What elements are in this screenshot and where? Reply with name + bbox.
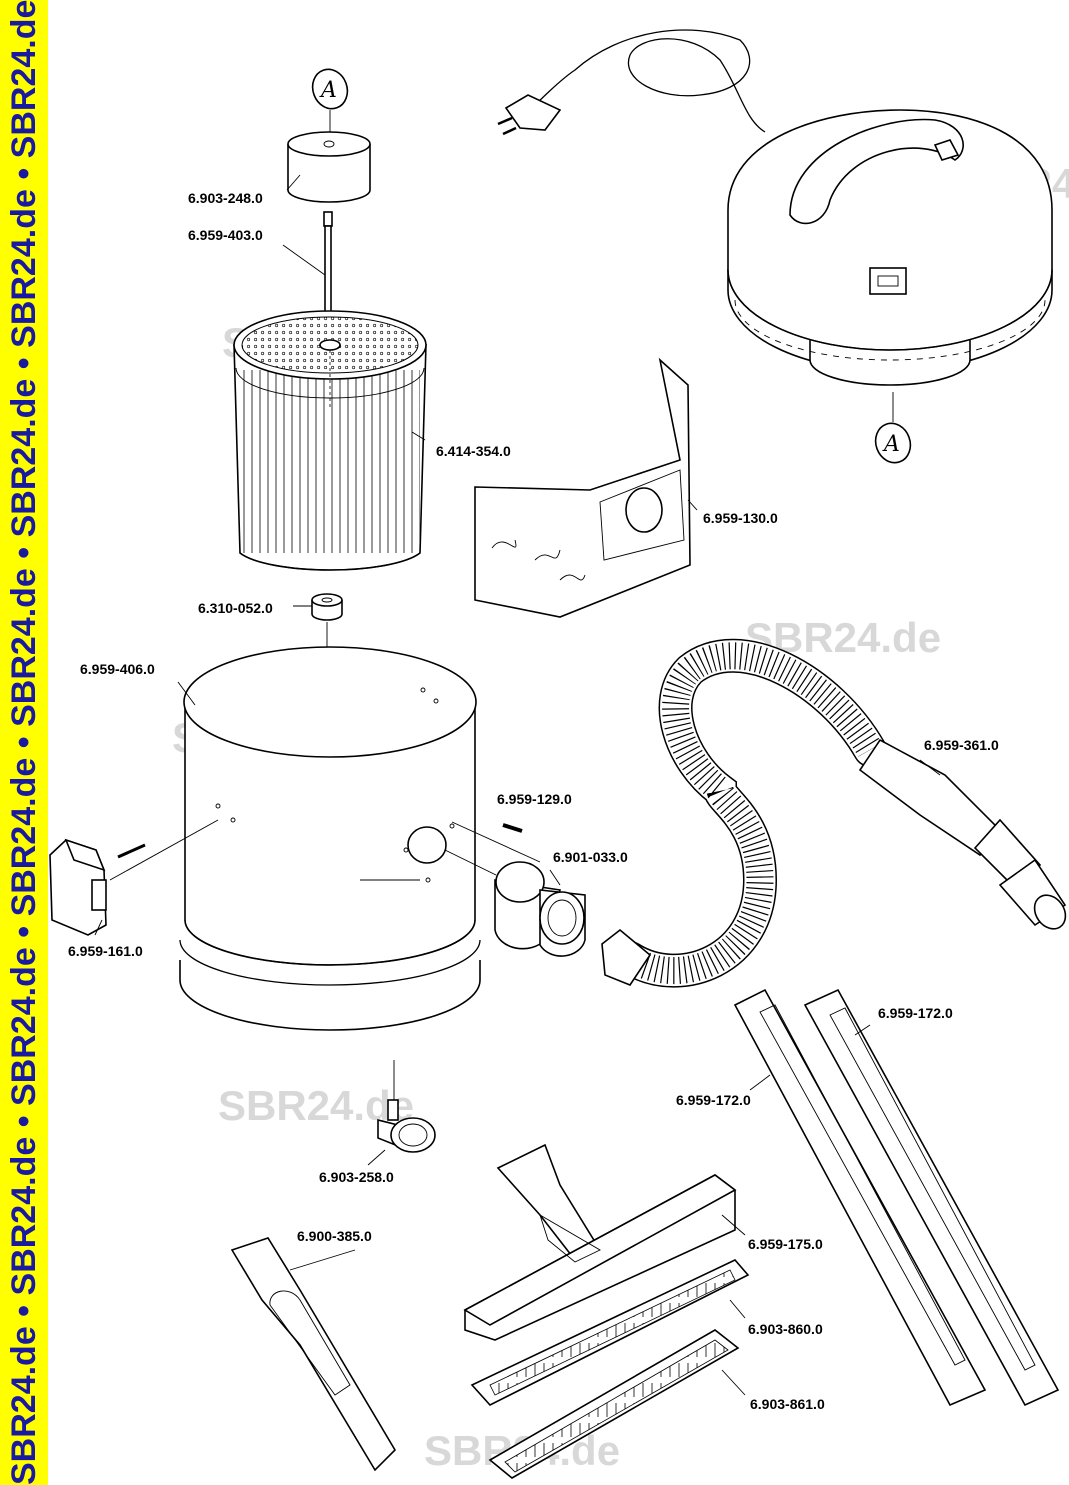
part-label: 6.414-354.0 — [436, 443, 511, 459]
part-label: 6.959-406.0 — [80, 661, 155, 677]
part-label: 6.959-403.0 — [188, 227, 263, 243]
vacuum-head-part — [497, 29, 1053, 386]
part-label: 6.903-861.0 — [750, 1396, 825, 1412]
leader-lines — [94, 174, 941, 1396]
callout-a-bottom-label: A — [882, 432, 900, 457]
caster-part — [377, 1060, 436, 1153]
part-label: 6.959-129.0 — [497, 791, 572, 807]
part-label: 6.959-175.0 — [748, 1236, 823, 1252]
clip-part — [49, 819, 219, 936]
floor-nozzle-part — [463, 1143, 737, 1341]
part-label: 6.901-033.0 — [553, 849, 628, 865]
part-label: 6.959-130.0 — [703, 510, 778, 526]
suction-hose-part — [601, 638, 1067, 988]
extension-tube-part — [733, 988, 1060, 1407]
part-label: 6.900-385.0 — [297, 1228, 372, 1244]
hose-connector-part — [444, 849, 586, 957]
part-label: 6.310-052.0 — [198, 600, 273, 616]
filter-bag-part — [474, 357, 691, 618]
part-label: 6.959-172.0 — [676, 1092, 751, 1108]
part-label: 6.903-258.0 — [319, 1169, 394, 1185]
part-label: 6.959-172.0 — [878, 1005, 953, 1021]
container-part — [179, 646, 481, 1031]
part-label: 6.959-161.0 — [68, 943, 143, 959]
cartridge-filter-part — [233, 310, 427, 571]
crevice-nozzle-part — [230, 1237, 397, 1472]
squeegee-insert-part — [470, 1259, 750, 1406]
part-label: 6.903-248.0 — [188, 190, 263, 206]
callout-a-top: A — [311, 68, 349, 140]
watermark-sidebar: SBR24.de • SBR24.de • SBR24.de • SBR24.d… — [0, 0, 48, 1485]
callout-a-top-label: A — [319, 78, 337, 103]
part-label: 6.959-361.0 — [924, 737, 999, 753]
part-label: 6.903-860.0 — [748, 1321, 823, 1337]
brush-strip-part — [488, 1329, 740, 1479]
callout-a-bottom: A — [874, 392, 912, 464]
screw-part — [451, 821, 541, 863]
float-part — [287, 131, 371, 203]
